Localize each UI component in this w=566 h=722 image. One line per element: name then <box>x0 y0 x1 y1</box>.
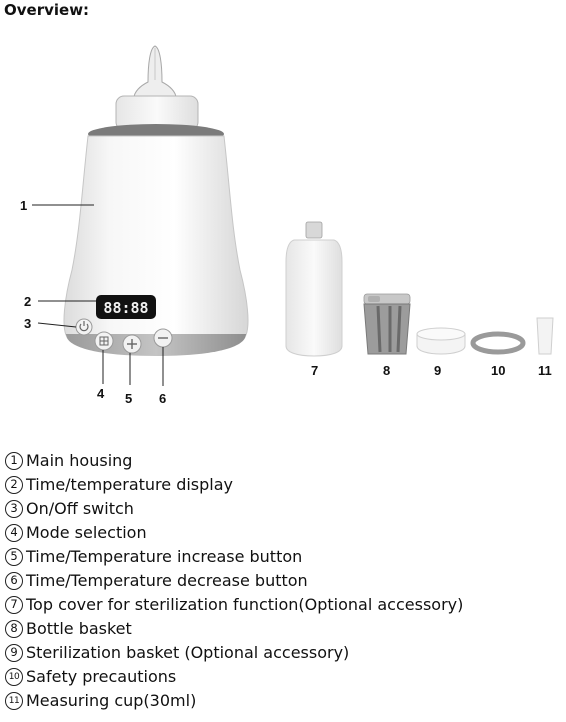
item-label: Main housing <box>26 451 133 470</box>
page-heading: Overview: <box>4 1 90 19</box>
item-number-badge: 7 <box>5 596 23 614</box>
callout-3: 3 <box>24 316 31 331</box>
callout-10: 10 <box>491 363 505 378</box>
display-digits: 88:88 <box>103 299 148 317</box>
measuring-cup-accessory <box>536 317 554 355</box>
item-label: Measuring cup(30ml) <box>26 691 197 710</box>
item-label: On/Off switch <box>26 499 134 518</box>
item-number-badge: 4 <box>5 524 23 542</box>
item-label: Bottle basket <box>26 619 132 638</box>
callout-11: 11 <box>538 363 552 378</box>
item-number-badge: 1 <box>5 452 23 470</box>
item-number-badge: 11 <box>5 692 23 710</box>
top-cover-accessory <box>285 221 343 357</box>
product-overview-figure: 88:88 <box>0 30 566 420</box>
callout-4: 4 <box>97 386 105 401</box>
item-number-badge: 2 <box>5 476 23 494</box>
ring-accessory <box>470 331 526 355</box>
power-icon <box>79 323 89 332</box>
item-label: Top cover for sterilization function(Opt… <box>26 595 464 614</box>
item-label: Time/temperature display <box>26 475 234 494</box>
callout-7: 7 <box>311 363 318 378</box>
item-number-badge: 5 <box>5 548 23 566</box>
callout-2: 2 <box>24 294 31 309</box>
item-number-badge: 8 <box>5 620 23 638</box>
item-label: Safety precautions <box>26 667 177 686</box>
callout-leader-lines <box>32 204 164 386</box>
bottle-basket-accessory <box>363 293 411 355</box>
increase-button[interactable] <box>122 334 142 354</box>
callout-1: 1 <box>20 198 27 213</box>
item-label: Time/Temperature increase button <box>26 547 303 566</box>
item-label: Sterilization basket (Optional accessory… <box>26 643 350 662</box>
callout-6: 6 <box>159 391 166 406</box>
item-number-badge: 10 <box>5 668 23 686</box>
decrease-button[interactable] <box>153 328 173 348</box>
product-illustration: 88:88 <box>20 45 554 406</box>
callout-9: 9 <box>434 363 441 378</box>
time-temperature-display: 88:88 <box>96 295 156 319</box>
main-housing <box>63 124 249 356</box>
item-number-badge: 3 <box>5 500 23 518</box>
callout-8: 8 <box>383 363 390 378</box>
sterilization-basket-accessory <box>416 327 466 355</box>
mode-selection-button[interactable] <box>94 331 114 351</box>
item-number-badge: 9 <box>5 644 23 662</box>
item-label: Time/Temperature decrease button <box>26 571 308 590</box>
item-number-badge: 6 <box>5 572 23 590</box>
bottle-nipple <box>133 45 177 99</box>
item-label: Mode selection <box>26 523 147 542</box>
callout-5: 5 <box>125 391 132 406</box>
on-off-switch[interactable] <box>75 318 93 336</box>
